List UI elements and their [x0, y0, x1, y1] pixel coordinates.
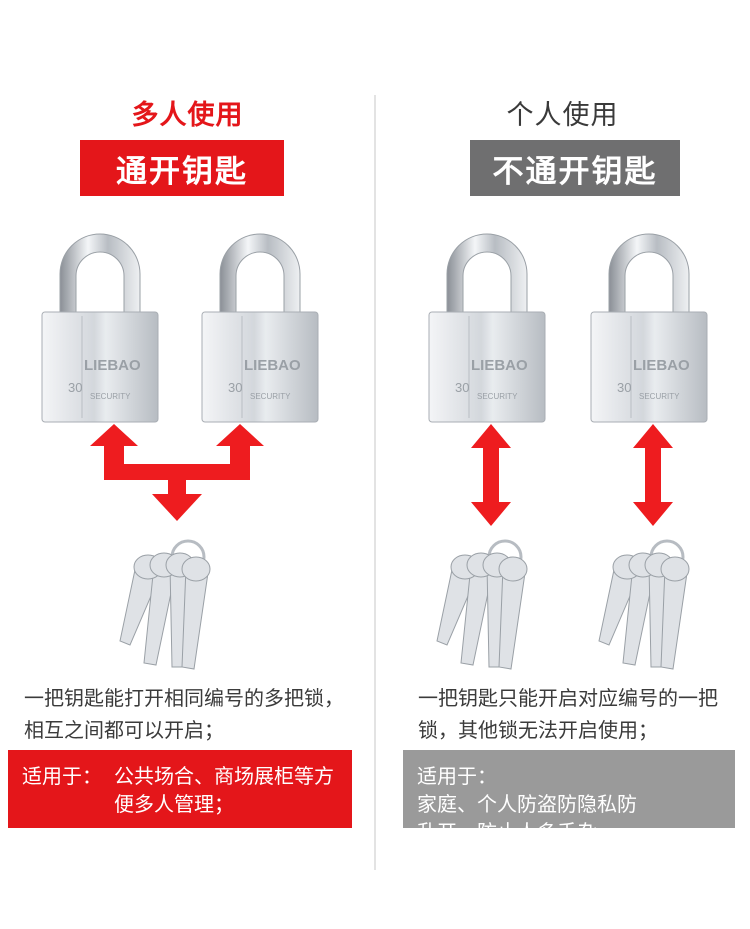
lock-tag: SECURITY	[90, 392, 131, 401]
lock-size: 30	[455, 380, 469, 395]
right-note: 适用于： 家庭、个人防盗防隐私防乱开、防止人多手杂	[403, 750, 735, 844]
lock-brand: LIEBAO	[84, 357, 141, 374]
double-arrow-icon	[471, 424, 511, 530]
left-note-label: 适用于：	[22, 764, 102, 788]
column-divider	[374, 95, 376, 870]
left-title: 多人使用	[131, 100, 244, 131]
right-badge: 不通开钥匙	[470, 140, 680, 196]
key-bunch-icon	[96, 535, 226, 675]
lock-brand: LIEBAO	[244, 357, 301, 374]
key-bunch-icon	[413, 535, 543, 675]
key-bunch-icon	[575, 535, 705, 675]
padlock-icon: LIEBAO 30 SECURITY	[198, 228, 322, 424]
lock-brand: LIEBAO	[471, 357, 528, 374]
right-description: 一把钥匙只能开启对应编号的一把锁，其他锁无法开启使用；	[418, 686, 718, 742]
lock-size: 30	[617, 380, 631, 395]
unique-key-column: 个人使用 不通开钥匙 LIEBAO 30 SECURITY LIEBAO 30 …	[375, 0, 750, 929]
lock-size: 30	[68, 380, 82, 395]
double-arrow-icon	[633, 424, 673, 530]
lock-tag: SECURITY	[250, 392, 291, 401]
lock-tag: SECURITY	[639, 392, 680, 401]
lock-tag: SECURITY	[477, 392, 518, 401]
lock-size: 30	[228, 380, 242, 395]
left-badge: 通开钥匙	[80, 140, 284, 196]
right-title: 个人使用	[506, 100, 619, 131]
padlock-icon: LIEBAO 30 SECURITY	[587, 228, 711, 424]
right-note-label: 适用于：	[417, 764, 497, 788]
padlock-icon: LIEBAO 30 SECURITY	[425, 228, 549, 424]
padlock-icon: LIEBAO 30 SECURITY	[38, 228, 162, 424]
left-note-text: 公共场合、商场展柜等方便多人管理；	[114, 764, 334, 816]
right-note-text: 家庭、个人防盗防隐私防乱开、防止人多手杂	[417, 792, 637, 844]
left-description: 一把钥匙能打开相同编号的多把锁，相互之间都可以开启；	[24, 686, 344, 742]
shared-key-column: 多人使用 通开钥匙 LIEBAO 30 SECURITY LIEBAO 30 S…	[8, 100, 352, 828]
merge-arrow-icon	[90, 424, 270, 528]
left-note: 适用于： 公共场合、商场展柜等方便多人管理；	[8, 750, 352, 828]
lock-brand: LIEBAO	[633, 357, 690, 374]
